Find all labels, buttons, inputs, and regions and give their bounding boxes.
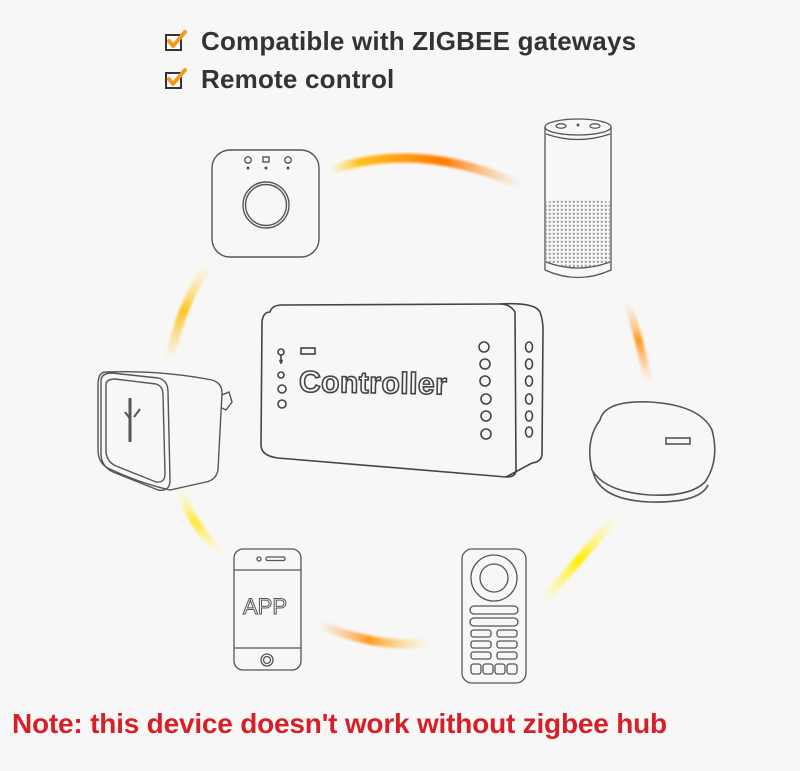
checked-checkbox-icon <box>164 29 188 53</box>
app-label: APP <box>243 594 287 619</box>
feature-item-zigbee: Compatible with ZIGBEE gateways <box>164 22 636 60</box>
compatibility-note: Note: this device doesn't work without z… <box>12 708 667 739</box>
arc-bottom <box>313 619 437 649</box>
controller-label: Controller <box>298 365 448 402</box>
feature-label: Remote control <box>201 63 395 94</box>
smartphone-icon <box>233 548 302 671</box>
feature-list: Compatible with ZIGBEE gateways Remote c… <box>164 22 636 98</box>
speaker-grille <box>546 199 610 268</box>
feature-label: Compatible with ZIGBEE gateways <box>201 25 637 56</box>
arc-top <box>325 153 525 190</box>
checked-checkbox-icon <box>164 67 188 91</box>
hub-bridge-icon <box>211 149 320 258</box>
arc-lower-right <box>535 510 623 610</box>
plug-gateway-icon <box>97 370 233 491</box>
connection-ring <box>165 153 652 649</box>
arc-lower-left <box>175 485 227 560</box>
remote-control-icon <box>461 548 527 684</box>
arc-upper-left <box>165 257 215 365</box>
arc-right <box>623 296 652 386</box>
feature-item-remote: Remote control <box>164 60 636 98</box>
round-hub-icon <box>589 401 716 503</box>
zigbee-controller-icon <box>260 302 544 478</box>
